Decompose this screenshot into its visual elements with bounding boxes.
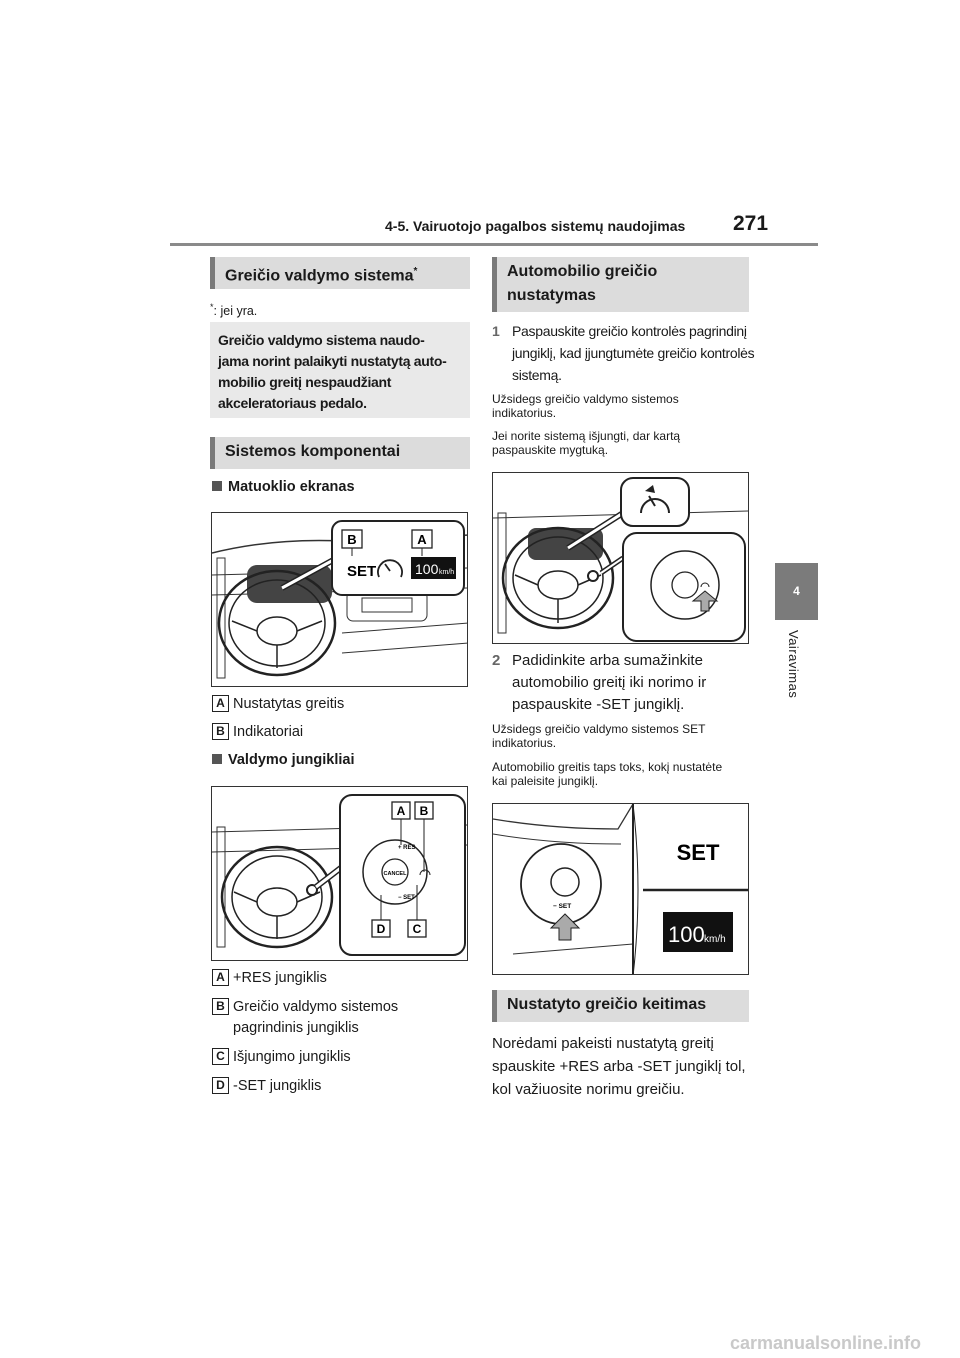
set-indicator-display: SET xyxy=(677,840,720,865)
step-number: 2 xyxy=(492,652,501,669)
switches-legend-d: D -SET jungiklis xyxy=(212,1076,472,1097)
legend-text: Greičio valdymo sistemos pagrindinis jun… xyxy=(233,999,399,1036)
meter-legend-a: A Nustatytas greitis xyxy=(212,694,472,715)
cruise-control-heading: Greičio valdymo sistema* xyxy=(210,257,470,289)
speedometer-icon xyxy=(377,559,403,578)
cruise-control-heading-text: Greičio valdymo sistema xyxy=(225,267,414,285)
heading-footnote-mark: * xyxy=(413,266,418,277)
switches-subheading: Valdymo jungikliai xyxy=(212,752,355,768)
intro-line: akceleratoriaus pedalo. xyxy=(218,395,367,411)
intro-line: Greičio valdymo sistema naudo- xyxy=(218,332,425,348)
legend-tag: B xyxy=(212,998,229,1015)
legend-text: Indikatoriai xyxy=(233,724,304,740)
footnote: *: jei yra. xyxy=(210,302,257,318)
res-switch-label: + RES xyxy=(398,845,416,851)
set-switch-label: − SET xyxy=(398,895,415,901)
dashboard-illustration: B A SET 100 km/h xyxy=(212,520,467,679)
legend-text: +RES jungiklis xyxy=(233,970,327,986)
switches-legend-a: A +RES jungiklis xyxy=(212,968,472,989)
chapter-label: Vairavimas xyxy=(786,630,801,699)
legend-tag: A xyxy=(212,969,229,986)
step-text: Padidinkite arba sumažinkite automobilio… xyxy=(512,652,707,713)
callout-a: A xyxy=(417,532,427,547)
switches-legend-b: B Greičio valdymo sistemos pagrindinis j… xyxy=(212,997,432,1039)
intro-line: jama norint palaikyti nustatytą auto- xyxy=(218,353,447,369)
main-switch-illustration xyxy=(493,477,748,642)
speed-change-heading: Nustatyto greičio keitimas xyxy=(492,990,749,1022)
set-switch-figure: − SET SET 100 km/h xyxy=(492,803,749,975)
callout-b: B xyxy=(420,804,429,818)
step-2: 2 Padidinkite arba sumažinkite automobil… xyxy=(492,650,757,716)
chapter-tab: 4 xyxy=(775,563,818,620)
cancel-switch-label: CANCEL xyxy=(384,871,408,877)
speed-setting-heading: Automobilio greičio nustatymas xyxy=(492,257,749,312)
square-bullet-icon xyxy=(212,481,222,491)
meter-figure: B A SET 100 km/h xyxy=(211,512,468,687)
step2-note-1: Užsidegs greičio valdymo sistemos SET in… xyxy=(492,722,706,750)
legend-tag: B xyxy=(212,723,229,740)
step1-note-1: Užsidegs greičio valdymo sistemos indika… xyxy=(492,392,679,420)
meter-legend-b: B Indikatoriai xyxy=(212,722,472,743)
speed-display-value: 100 xyxy=(668,922,705,947)
legend-text: -SET jungiklis xyxy=(233,1078,322,1094)
legend-text: Išjungimo jungiklis xyxy=(233,1049,351,1065)
callout-b: B xyxy=(347,532,356,547)
legend-tag: A xyxy=(212,695,229,712)
meter-subheading: Matuoklio ekranas xyxy=(212,479,355,495)
intro-line: mobilio greitį nespaudžiant xyxy=(218,374,392,390)
main-switch-figure xyxy=(492,472,749,644)
meter-speed-value: 100 xyxy=(415,561,439,577)
step-1: 1 Paspauskite greičio kontrolės pagrindi… xyxy=(492,320,757,386)
speed-change-text: Norėdami pakeisti nustatytą greitį spaus… xyxy=(492,1035,746,1098)
cruise-indicator-icon xyxy=(640,485,670,514)
step1-note-2: Jei norite sistemą išjungti, dar kartą p… xyxy=(492,429,681,457)
step-number: 1 xyxy=(492,323,500,339)
callout-d: D xyxy=(377,922,386,936)
meter-subheading-text: Matuoklio ekranas xyxy=(228,479,355,495)
switches-legend-c: C Išjungimo jungiklis xyxy=(212,1047,472,1068)
components-heading: Sistemos komponentai xyxy=(210,437,470,469)
cruise-main-switch-icon xyxy=(419,869,431,876)
step-text: Paspauskite greičio kontrolės pagrindinį… xyxy=(512,323,755,383)
intro-box: Greičio valdymo sistema naudo- jama nori… xyxy=(210,322,470,418)
legend-tag: D xyxy=(212,1077,229,1094)
watermark: carmanualsonline.info xyxy=(730,1333,922,1353)
switches-figure: CANCEL + RES − SET A B D C xyxy=(211,786,468,961)
set-switch-illustration: − SET SET 100 km/h xyxy=(493,804,748,974)
speed-display-unit: km/h xyxy=(704,934,726,945)
set-switch-label: − SET xyxy=(553,903,571,910)
callout-a: A xyxy=(397,804,406,818)
legend-tag: C xyxy=(212,1048,229,1065)
page-number: 271 xyxy=(733,212,769,235)
legend-text: Nustatytas greitis xyxy=(233,696,345,712)
step2-note-2: Automobilio greitis taps toks, kokį nust… xyxy=(492,760,723,788)
switches-subheading-text: Valdymo jungikliai xyxy=(228,752,355,768)
section-title: 4-5. Vairuotojo pagalbos sistemų naudoji… xyxy=(385,218,686,234)
header-rule xyxy=(170,243,818,246)
meter-speed-unit: km/h xyxy=(439,569,454,576)
callout-c: C xyxy=(413,922,422,936)
footnote-text: : jei yra. xyxy=(213,304,258,319)
meter-set-indicator: SET xyxy=(347,563,376,580)
square-bullet-icon xyxy=(212,754,222,764)
steering-switch-illustration: CANCEL + RES − SET A B D C xyxy=(212,794,467,956)
footnote-mark: * xyxy=(210,302,214,312)
